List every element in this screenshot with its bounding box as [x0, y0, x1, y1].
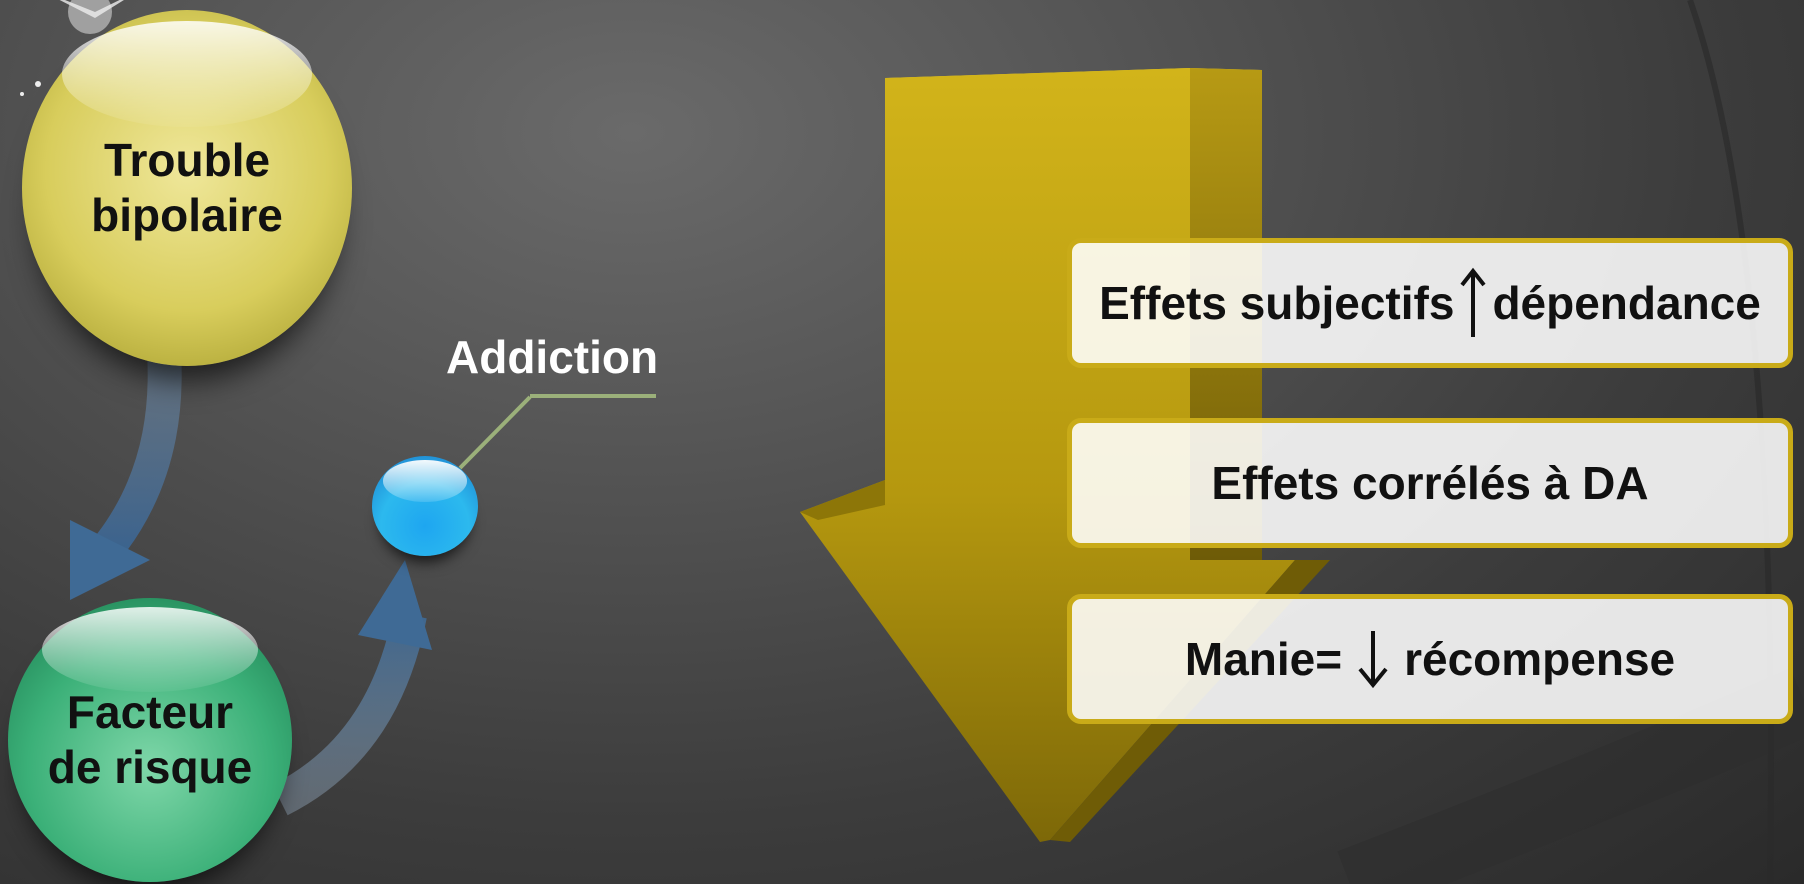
box-text: dépendance	[1492, 277, 1761, 329]
curved-arrow-icon	[272, 560, 432, 816]
risk-factor-orb: Facteur de risque	[8, 598, 292, 882]
up-arrow-icon	[1460, 267, 1487, 337]
bipolar-disorder-orb: Trouble bipolaire	[22, 10, 352, 366]
addiction-orb	[372, 456, 478, 556]
bipolar-label: Trouble bipolaire	[91, 133, 283, 241]
addiction-leader-line	[458, 394, 656, 470]
down-arrow-icon	[1358, 631, 1388, 689]
subjective-effects-box: Effets subjectifs dépendance	[1067, 238, 1793, 368]
box-text: récompense	[1404, 633, 1676, 685]
box-text: Effets subjectifs	[1099, 277, 1455, 329]
da-effects-box: Effets corrélés à DA	[1067, 418, 1793, 548]
mania-reward-box: Manie= récompense	[1067, 594, 1793, 724]
box-text: Manie=	[1184, 633, 1343, 685]
glare-icon	[20, 0, 124, 96]
box-text: Effets corrélés à DA	[1211, 457, 1649, 509]
risk-factor-label: Facteur de risque	[47, 685, 253, 793]
addiction-label: Addiction	[446, 331, 659, 383]
